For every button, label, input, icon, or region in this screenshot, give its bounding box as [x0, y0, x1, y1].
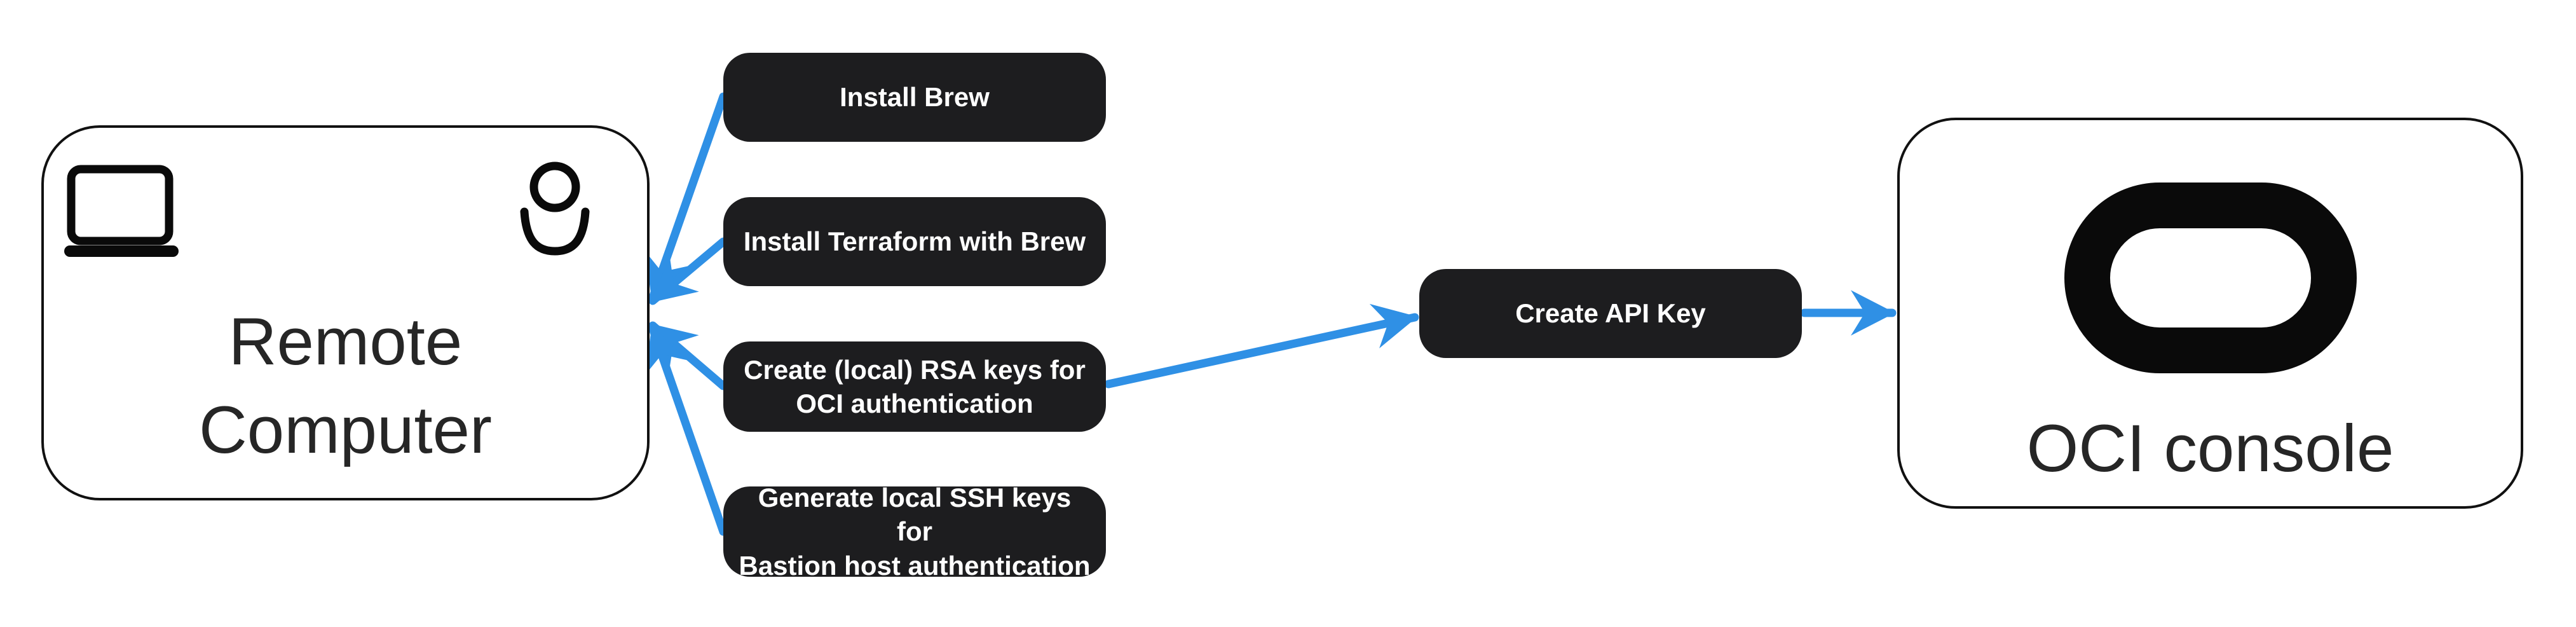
oci-console-label: OCI console: [2026, 411, 2394, 486]
install-terraform-label: Install Terraform with Brew: [743, 226, 1086, 257]
edge-install-terraform-to-remote-computer: [648, 237, 728, 305]
edge-create-rsa-keys-to-create-api-key: [1104, 303, 1419, 389]
node-create-api-key: Create API Key: [1419, 269, 1802, 358]
node-remote-computer: Remote Computer: [41, 125, 650, 500]
laptop-icon: [64, 165, 179, 257]
edge-generate-ssh-keys-to-remote-computer: [644, 324, 728, 536]
node-install-terraform: Install Terraform with Brew: [723, 197, 1106, 286]
node-oci-console: OCI console: [1897, 118, 2523, 509]
oracle-logo-icon: [2064, 183, 2357, 373]
create-api-key-label: Create API Key: [1515, 298, 1706, 329]
edge-install-brew-to-remote-computer: [644, 92, 728, 302]
node-generate-ssh-keys: Generate local SSH keys for Bastion host…: [723, 483, 1106, 581]
edge-create-rsa-keys-to-remote-computer: [648, 321, 728, 390]
remote-computer-label: Remote Computer: [198, 305, 492, 467]
person-icon: [520, 162, 590, 256]
generate-ssh-keys-label: Generate local SSH keys for Bastion host…: [739, 483, 1091, 581]
node-install-brew: Install Brew: [723, 53, 1106, 142]
create-rsa-keys-label: Create (local) RSA keys for OCI authenti…: [744, 354, 1086, 418]
node-create-rsa-keys: Create (local) RSA keys for OCI authenti…: [723, 341, 1106, 432]
install-brew-label: Install Brew: [840, 82, 990, 113]
